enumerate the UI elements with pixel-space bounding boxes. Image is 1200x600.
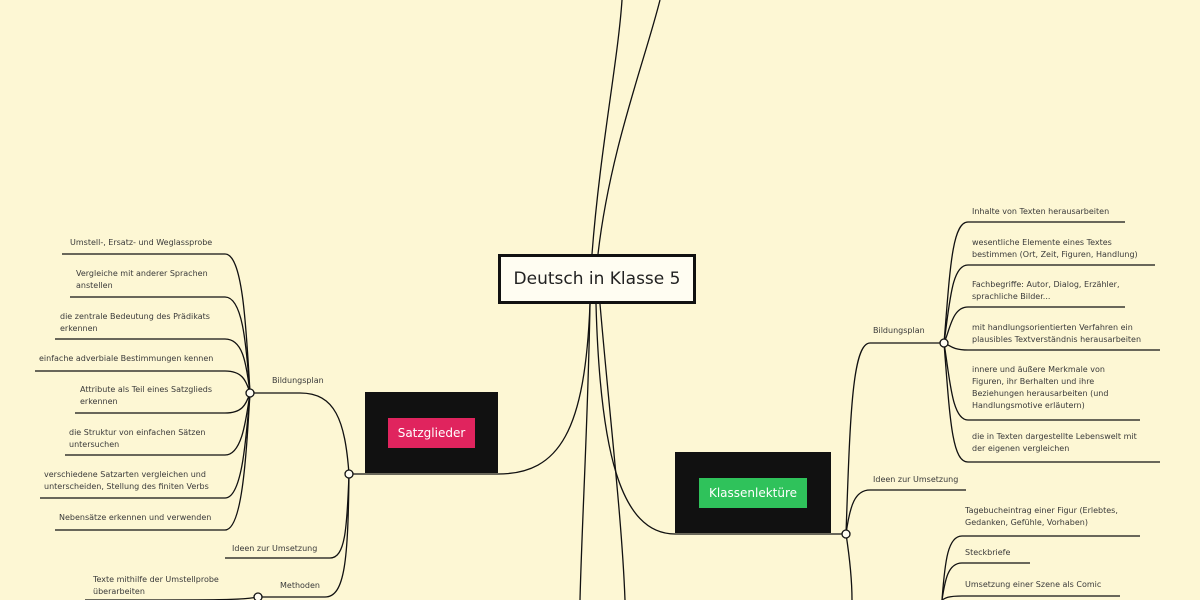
connector-kl-leaf-6 — [943, 342, 1160, 463]
connector-kl-leaf-1 — [943, 221, 1125, 344]
satzglieder-label: Satzglieder — [387, 417, 476, 448]
connector-kl-leaf-2 — [943, 264, 1155, 344]
kl-leaf-4[interactable]: mit handlungsorientierten Verfahren ein … — [972, 323, 1142, 344]
connector-top-2 — [597, 0, 661, 255]
kl-leaf-3[interactable]: Fachbegriffe: Autor, Dialog, Erzähler, s… — [972, 280, 1120, 301]
connector-kl-ideen-leaf-1 — [941, 535, 1140, 600]
kl-leaf-1[interactable]: Inhalte von Texten herausarbeiten — [972, 207, 1110, 216]
connector-kl-leaf-5 — [943, 342, 1140, 421]
junction-satzglieder[interactable] — [344, 469, 354, 479]
sg-leaf-2[interactable]: Vergleiche mit anderer Sprachen anstelle… — [76, 269, 208, 290]
sg-leaf-3[interactable]: die zentrale Bedeutung des Prädikats erk… — [60, 312, 210, 333]
junction-klassenlekture[interactable] — [841, 529, 851, 539]
connector-bottom-2 — [599, 303, 626, 600]
satzglieder-topic[interactable]: Satzglieder — [365, 392, 498, 473]
sg-leaf-1[interactable]: Umstell-, Ersatz- und Weglassprobe — [70, 238, 213, 247]
junction-kl-bildungsplan[interactable] — [939, 338, 949, 348]
sg-branch-bildungsplan[interactable]: Bildungsplan — [272, 376, 324, 385]
kl-ideen-leaf-3[interactable]: Umsetzung einer Szene als Comic — [965, 580, 1102, 589]
sg-branch-ideen[interactable]: Ideen zur Umsetzung — [232, 544, 318, 553]
kl-branch-ideen[interactable]: Ideen zur Umsetzung — [873, 475, 959, 484]
sg-methoden-leaf-1[interactable]: Texte mithilfe der Umstellprobe überarbe… — [93, 575, 219, 596]
kl-branch-bildungsplan[interactable]: Bildungsplan — [873, 326, 925, 335]
klassenlekture-label: Klassenlektüre — [698, 477, 808, 508]
junction-sg-methoden[interactable] — [253, 592, 263, 600]
connector-sg-leaf-8 — [55, 392, 251, 531]
connector-kl-bildungsplan — [845, 342, 944, 535]
sg-leaf-4[interactable]: einfache adverbiale Bestimmungen kennen — [39, 354, 214, 363]
connector-satzglieder — [350, 303, 591, 475]
kl-ideen-leaf-2[interactable]: Steckbriefe — [965, 548, 1011, 557]
connector-klassenlekture — [595, 303, 846, 535]
sg-leaf-7[interactable]: verschiedene Satzarten vergleichen und u… — [44, 470, 209, 491]
kl-leaf-2[interactable]: wesentliche Elemente eines Textes bestim… — [972, 238, 1138, 259]
kl-ideen-leaf-1[interactable]: Tagebucheintrag einer Figur (Erlebtes, G… — [965, 506, 1118, 527]
connector-kl-down — [845, 533, 853, 600]
sg-branch-methoden[interactable]: Methoden — [280, 581, 320, 590]
connector-sg-leaf-1 — [62, 253, 251, 394]
sg-leaf-6[interactable]: die Struktur von einfachen Sätzen unters… — [69, 428, 206, 449]
connector-sg-bildungsplan — [250, 392, 350, 475]
connector-sg-methoden — [258, 473, 350, 598]
sg-leaf-5[interactable]: Attribute als Teil eines Satzglieds erke… — [80, 385, 212, 406]
connector-sg-leaf-3 — [55, 338, 251, 394]
connector-kl-ideen-leaf-2 — [941, 562, 1030, 600]
connector-sg-leaf-2 — [70, 296, 251, 394]
junction-sg-bildungsplan[interactable] — [245, 388, 255, 398]
sg-leaf-8[interactable]: Nebensätze erkennen und verwenden — [59, 513, 212, 522]
connector-kl-ideen-leaf-3 — [941, 595, 1120, 600]
connector-bottom-1 — [579, 303, 591, 600]
connector-top-1 — [591, 0, 623, 255]
klassenlekture-topic[interactable]: Klassenlektüre — [675, 452, 831, 533]
kl-leaf-5[interactable]: innere und äußere Merkmale von Figuren, … — [972, 365, 1109, 410]
central-topic[interactable]: Deutsch in Klasse 5 — [498, 254, 696, 304]
connector-kl-ideen — [845, 489, 966, 535]
kl-leaf-6[interactable]: die in Texten dargestellte Lebenswelt mi… — [972, 432, 1137, 453]
connector-kl-leaf-3 — [943, 306, 1125, 344]
